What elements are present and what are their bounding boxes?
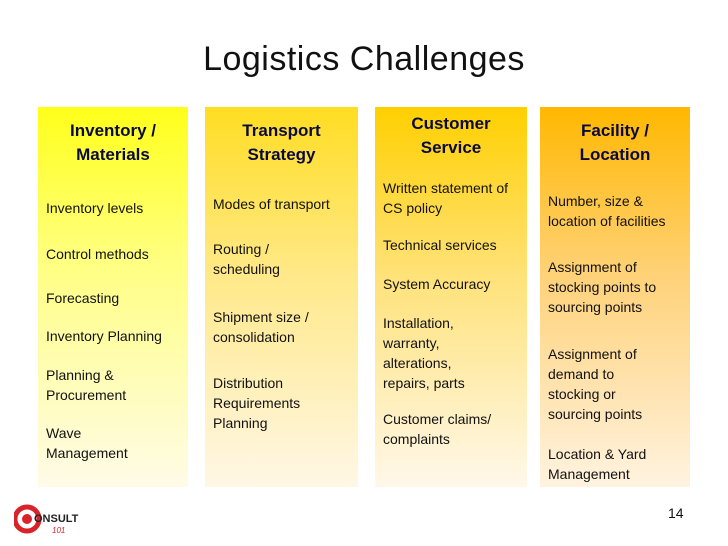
list-item: Inventory levels: [46, 200, 144, 216]
list-item: Assignment of demand to stocking or sour…: [548, 346, 643, 422]
list-item: Number, size & location of facilities: [548, 193, 666, 229]
column-heading: Customer Service: [375, 112, 527, 160]
logo-subtext: 101: [52, 526, 65, 535]
list-item: Installation, warranty, alterations, rep…: [383, 315, 465, 391]
column-heading-line2: Strategy: [247, 145, 316, 164]
column-customer-service: Customer Service Written statement of CS…: [375, 107, 527, 487]
list-item: Routing / scheduling: [213, 241, 280, 277]
list-item: System Accuracy: [383, 276, 491, 292]
column-heading-line2: Service: [420, 138, 482, 157]
list-item: Distribution Requirements Planning: [213, 375, 301, 431]
list-item: Forecasting: [46, 290, 120, 306]
column-transport-strategy: Transport Strategy Modes of transport Ro…: [205, 107, 358, 487]
column-heading-line2: Location: [579, 145, 651, 164]
column-heading-line1: Facility /: [580, 121, 650, 140]
list-item: Inventory Planning: [46, 328, 162, 344]
list-item: Planning & Procurement: [46, 367, 127, 403]
column-heading-line1: Inventory /: [70, 121, 156, 140]
column-heading: Inventory / Materials: [38, 119, 188, 167]
column-inventory-materials: Inventory / Materials Inventory levels C…: [38, 107, 188, 487]
list-item: Technical services: [383, 237, 497, 253]
list-item: Assignment of stocking points to sourcin…: [548, 259, 657, 315]
list-item: Location & Yard Management: [548, 446, 647, 482]
column-heading-line2: Materials: [76, 145, 150, 164]
list-item: Shipment size / consolidation: [213, 309, 309, 345]
list-item: Wave Management: [46, 425, 128, 461]
page-number: 14: [668, 505, 684, 521]
column-heading-line1: Transport: [242, 121, 321, 140]
list-item: Written statement of CS policy: [383, 180, 509, 216]
list-item: Modes of transport: [213, 196, 330, 212]
column-heading: Transport Strategy: [205, 119, 358, 167]
column-heading-line1: Customer: [411, 114, 491, 133]
logo-text: ONSULT: [34, 513, 79, 525]
column-facility-location: Facility / Location Number, size & locat…: [540, 107, 690, 487]
list-item: Customer claims/ complaints: [383, 411, 492, 447]
slide-title: Logistics Challenges: [203, 40, 525, 78]
consult101-logo: ONSULT 101: [12, 502, 84, 536]
list-item: Control methods: [46, 246, 149, 262]
column-heading: Facility / Location: [540, 119, 690, 167]
